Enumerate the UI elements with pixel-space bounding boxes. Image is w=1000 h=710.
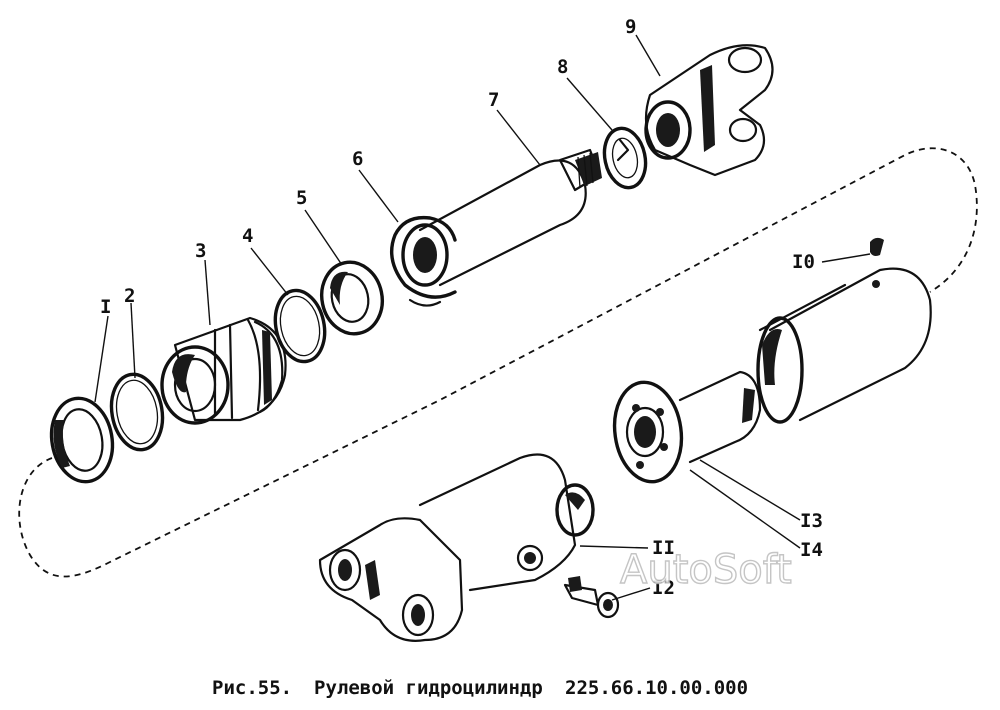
part-3-piston <box>160 316 287 425</box>
cylinder-tube <box>756 267 932 424</box>
part-2-oring <box>109 372 165 452</box>
caption-code: 225.66.10.00.000 <box>565 677 748 699</box>
part-6-snap-ring <box>390 215 457 307</box>
part-4-oring <box>273 288 327 364</box>
part-7-rod <box>401 148 602 287</box>
watermark-text: AutoSoft <box>620 547 792 593</box>
callout-13: I3 <box>800 510 823 532</box>
callout-12: I2 <box>652 577 675 599</box>
callout-3: 3 <box>195 240 206 262</box>
callout-6: 6 <box>352 148 363 170</box>
callout-4: 4 <box>242 225 253 247</box>
cylinder-body-fork <box>318 453 595 642</box>
caption-prefix: Рис.55. <box>212 677 292 699</box>
callout-14: I4 <box>800 539 823 561</box>
callout-labels: I 2 3 4 5 6 7 8 9 I0 II I2 I3 I4 <box>100 16 823 599</box>
callout-11: II <box>652 537 675 559</box>
part-1-ring <box>49 396 115 484</box>
callout-5: 5 <box>296 187 307 209</box>
callout-8: 8 <box>557 56 568 78</box>
part-13-14-head-flange <box>612 370 762 484</box>
part-5-bushing <box>320 260 384 336</box>
callout-2: 2 <box>124 285 135 307</box>
assembly-dashed-outline <box>18 147 978 578</box>
part-10-plug <box>870 237 884 256</box>
caption-title: Рулевой гидроцилиндр <box>314 677 543 699</box>
part-8-lock-washer <box>602 126 648 190</box>
callout-7: 7 <box>488 89 499 111</box>
callout-9: 9 <box>625 16 636 38</box>
callout-10: I0 <box>792 251 815 273</box>
callout-leaders <box>94 34 871 601</box>
part-9-rod-fork <box>644 44 774 177</box>
callout-1: I <box>100 296 111 318</box>
part-12-grease-fitting <box>563 576 620 619</box>
